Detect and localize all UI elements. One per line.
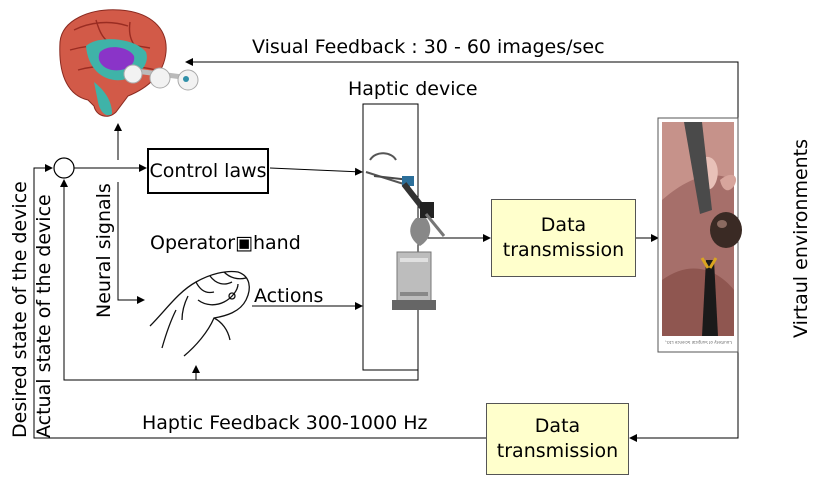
arrow-device-feedback (60, 179, 419, 381)
arrow-neural-to-hand (117, 182, 145, 304)
desired-state-label: Desired state of the device (9, 181, 31, 438)
arrow-haptic-feedback (33, 164, 486, 439)
operator-hand-label: Operator▣hand (150, 232, 301, 254)
haptic-device-icon (365, 152, 446, 310)
data-transmission-top-box: Data transmission (491, 199, 636, 277)
visual-feedback-label: Visual Feedback : 30 - 60 images/sec (252, 36, 605, 58)
data-transmission-top-line2: transmission (502, 239, 625, 261)
haptic-device-label: Haptic device (348, 78, 478, 100)
brain-illustration-icon (59, 9, 199, 117)
control-laws-box: Control laws (147, 148, 269, 194)
haptic-feedback-label: Haptic Feedback 300-1000 Hz (142, 412, 428, 434)
hand-sketch-icon (149, 270, 250, 357)
data-transmission-bottom-line1: Data (534, 415, 581, 438)
arrow-vr-to-data-bottom (629, 352, 739, 442)
actions-label: Actions (254, 285, 324, 307)
control-laws-label: Control laws (149, 160, 267, 182)
data-transmission-bottom-box: Data transmission (486, 403, 629, 475)
virtual-environments-label: Virtaul environments (790, 138, 812, 338)
surgical-scene-icon (657, 117, 742, 353)
arrow-control-to-device (269, 167, 363, 176)
arrow-visual-feedback (185, 58, 739, 118)
haptic-device-box (362, 103, 419, 371)
neural-signals-label: Neural signals (93, 183, 115, 318)
actual-state-label: Actual state of the device (33, 194, 55, 438)
image-caption: Courtesy of Surgical Science Ltd., Gothe… (664, 340, 732, 344)
summing-junction (53, 157, 75, 179)
data-transmission-bottom-line2: transmission (496, 440, 619, 462)
data-transmission-top-line1: Data (540, 214, 587, 237)
